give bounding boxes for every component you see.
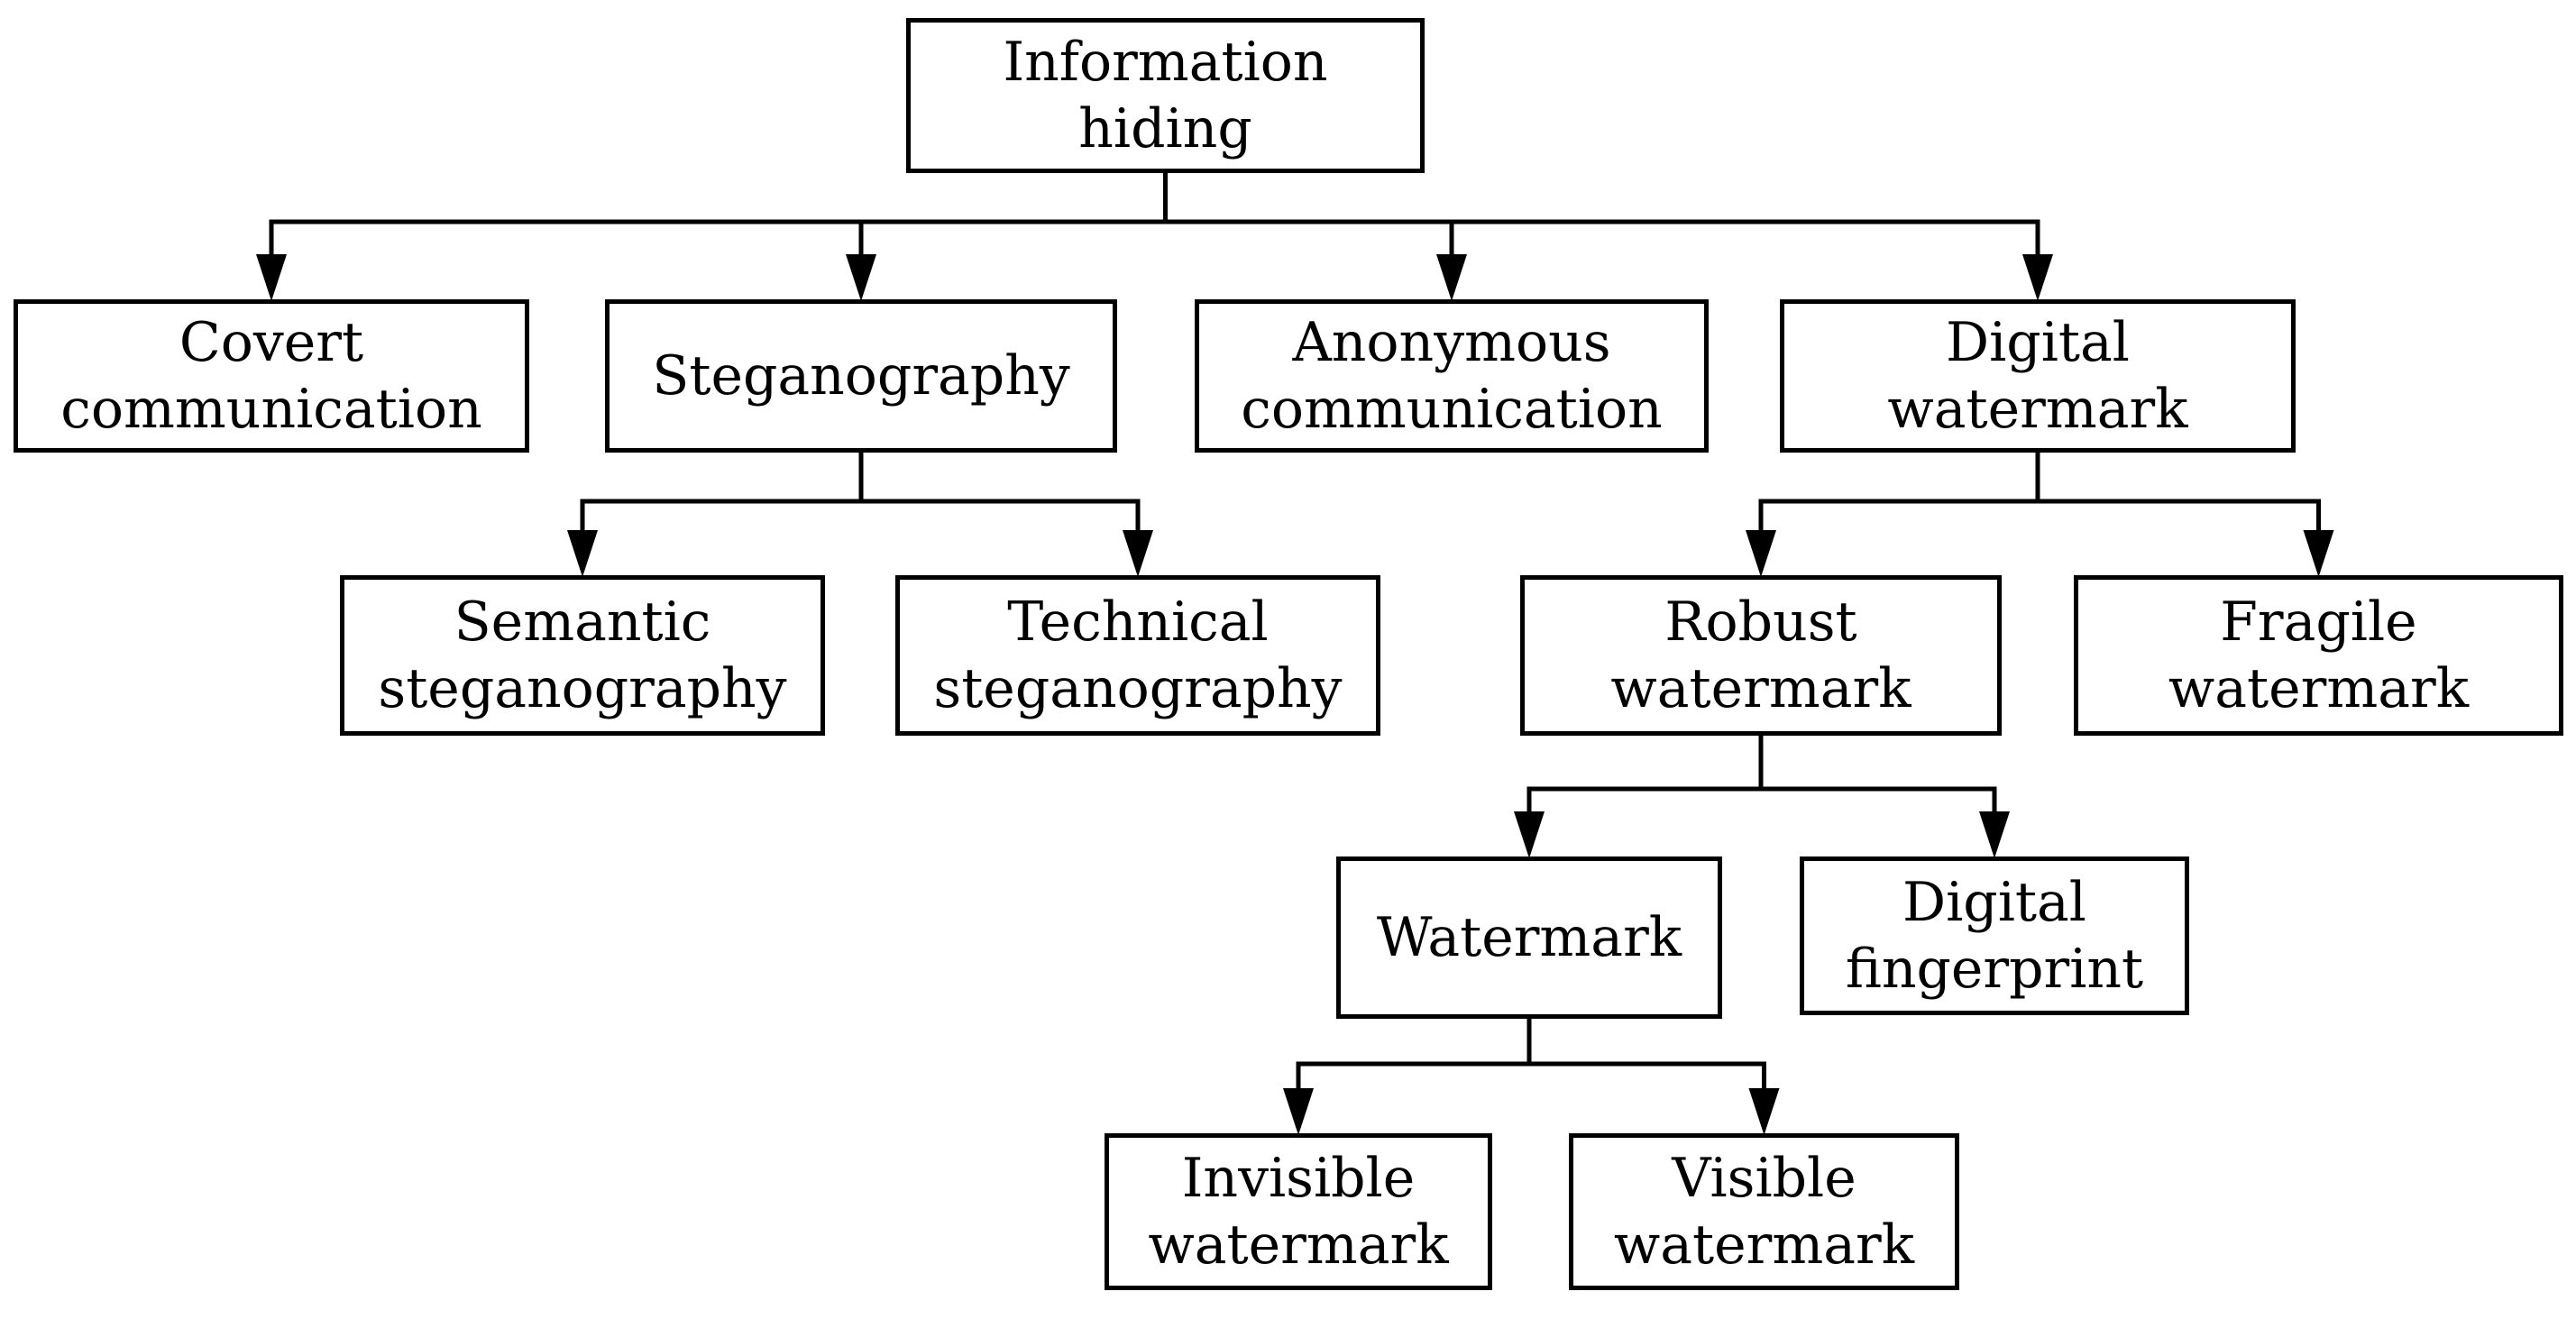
node-covert-communication: Covert communication <box>14 299 529 453</box>
node-label: Technical steganography <box>933 590 1343 720</box>
node-anonymous-communication: Anonymous communication <box>1195 299 1709 453</box>
node-steganography: Steganography <box>605 299 1117 453</box>
node-label: Robust watermark <box>1610 590 1911 720</box>
node-robust-watermark: Robust watermark <box>1520 575 2002 736</box>
arrowhead-into-anonymous-communication <box>1436 254 1467 301</box>
arrowhead-into-digital-watermark <box>2022 254 2053 301</box>
arrowhead-into-covert-communication <box>256 254 287 301</box>
node-fragile-watermark: Fragile watermark <box>2074 575 2563 736</box>
arrowhead-into-invisible-watermark <box>1283 1088 1314 1135</box>
edge-robust-watermark-to-children <box>1526 733 1997 823</box>
edge-steganography-to-children <box>580 450 1141 542</box>
node-digital-fingerprint: Digital fingerprint <box>1800 856 2189 1015</box>
node-label: Digital fingerprint <box>1845 870 2144 1001</box>
arrowhead-into-technical-steganography <box>1123 530 1153 577</box>
node-label: Watermark <box>1376 905 1682 969</box>
node-technical-steganography: Technical steganography <box>895 575 1380 736</box>
edge-watermark-to-children <box>1296 1016 1766 1100</box>
node-label: Steganography <box>652 343 1070 408</box>
edge-digital-watermark-to-children <box>1758 450 2321 542</box>
node-information-hiding: Information hiding <box>906 18 1425 173</box>
arrowhead-into-digital-fingerprint <box>1979 811 2010 858</box>
node-label: Digital watermark <box>1887 310 2188 441</box>
node-visible-watermark: Visible watermark <box>1569 1133 1959 1290</box>
arrowhead-into-semantic-steganography <box>567 530 598 577</box>
node-label: Fragile watermark <box>2168 590 2470 720</box>
arrowhead-into-robust-watermark <box>1746 530 1776 577</box>
node-digital-watermark: Digital watermark <box>1780 299 2296 453</box>
node-label: Semantic steganography <box>378 590 787 720</box>
node-label: Visible watermark <box>1613 1146 1915 1277</box>
node-label: Anonymous communication <box>1241 310 1663 441</box>
node-semantic-steganography: Semantic steganography <box>340 575 825 736</box>
arrowhead-into-visible-watermark <box>1748 1088 1780 1135</box>
arrowhead-into-steganography <box>846 254 876 301</box>
node-invisible-watermark: Invisible watermark <box>1105 1133 1492 1290</box>
node-label: Information hiding <box>1003 30 1328 160</box>
edge-information-hiding-to-children <box>269 170 2040 266</box>
node-watermark: Watermark <box>1336 856 1722 1019</box>
arrowhead-into-fragile-watermark <box>2303 530 2334 577</box>
node-label: Invisible watermark <box>1148 1146 1449 1277</box>
node-label: Covert communication <box>60 310 482 441</box>
arrowhead-into-watermark <box>1514 811 1545 858</box>
